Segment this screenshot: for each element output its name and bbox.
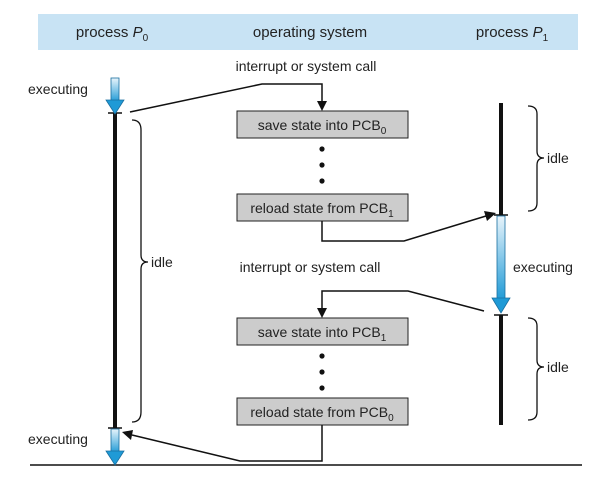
label-executing-right: executing	[513, 259, 573, 275]
box-save-pcb0-label: save state into PCB0	[258, 117, 387, 137]
arrow-p1-to-os	[317, 290, 485, 318]
label-idle-left: idle	[151, 254, 173, 270]
header-band	[38, 14, 578, 50]
label-executing-left-bottom: executing	[28, 431, 88, 447]
box-reload-pcb1-label: reload state from PCB1	[250, 200, 394, 220]
label-interrupt-middle: interrupt or system call	[240, 259, 381, 275]
header-process-p0: process P0	[76, 24, 149, 44]
box-save-pcb1	[236, 317, 409, 346]
arrow-p0-to-os	[129, 83, 327, 113]
ellipsis-dots-lower	[319, 353, 325, 391]
box-save-pcb0	[236, 110, 409, 139]
label-idle-right-bottom: idle	[547, 359, 569, 375]
label-executing-left-top: executing	[28, 81, 88, 97]
box-reload-pcb0-label: reload state from PCB0	[250, 404, 394, 424]
p0-executing-arrow-bottom	[105, 428, 125, 466]
label-interrupt-top: interrupt or system call	[236, 58, 377, 74]
ellipsis-dots-upper	[319, 146, 325, 184]
label-idle-right-top: idle	[547, 150, 569, 166]
header-process-p1: process P1	[476, 24, 549, 44]
box-save-pcb1-label: save state into PCB1	[258, 324, 387, 344]
p1-executing-arrow	[491, 215, 511, 314]
brace-p1-idle-top	[527, 105, 545, 212]
arrow-os-to-p1	[321, 211, 496, 242]
brace-p0-idle	[131, 119, 149, 423]
header-operating-system: operating system	[253, 24, 367, 41]
arrow-os-to-p0	[122, 425, 323, 462]
brace-p1-idle-bottom	[527, 317, 545, 421]
p0-executing-arrow-top	[105, 77, 125, 115]
